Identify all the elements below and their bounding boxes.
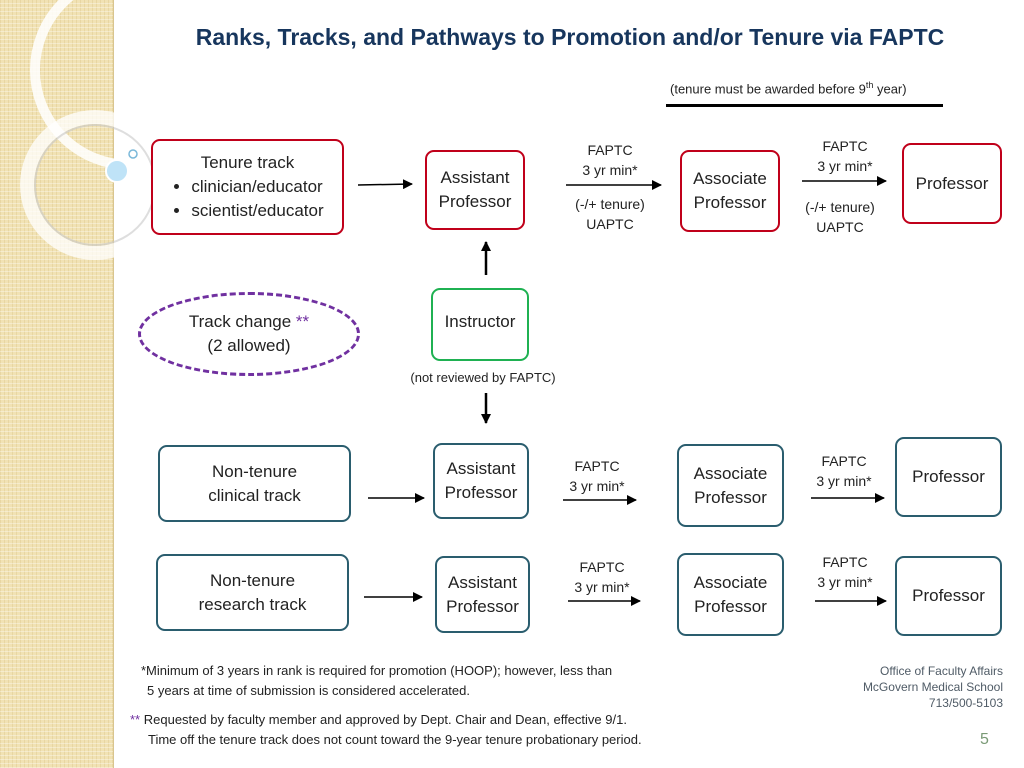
rank-line: Professor	[912, 586, 985, 605]
tenure-window-bar	[666, 104, 943, 107]
tenure-track-item: clinician/educator	[191, 175, 323, 199]
clinical-step1-label: FAPTC 3 yr min*	[547, 456, 647, 496]
tenure-option-label: (-/+ tenure)	[805, 199, 875, 215]
clinical-professor-box: Professor	[895, 437, 1002, 517]
office-contact: Office of Faculty Affairs McGovern Medic…	[820, 663, 1003, 711]
instructor-note: (not reviewed by FAPTC)	[410, 370, 556, 385]
track-change-allowed: (2 allowed)	[207, 336, 291, 355]
faptc-label: FAPTC	[822, 554, 868, 570]
footnote-line: Time off the tenure track does not count…	[148, 732, 642, 747]
clinical-associate-professor-box: Associate Professor	[677, 444, 784, 527]
footnote-line: 5 years at time of submission is conside…	[147, 683, 470, 698]
research-professor-box: Professor	[895, 556, 1002, 636]
clinical-assistant-professor-box: Assistant Professor	[433, 443, 529, 519]
rank-line: Associate	[693, 169, 767, 188]
faptc-label: FAPTC	[587, 142, 633, 158]
rank-line: Professor	[438, 192, 512, 211]
office-phone: 713/500-5103	[928, 696, 1003, 710]
footnote-minimum-years: *Minimum of 3 years in rank is required …	[141, 661, 761, 701]
min-years-label: 3 yr min*	[816, 473, 872, 489]
arrow-tenure-to-assistant	[357, 179, 413, 190]
rank-line: Professor	[446, 596, 519, 616]
rank-line: Professor	[694, 487, 767, 507]
track-heading-line: clinical track	[208, 485, 301, 505]
faptc-label: FAPTC	[574, 458, 620, 474]
tenure-note-suffix: year)	[873, 81, 907, 97]
rank-line: Associate	[693, 572, 768, 592]
research-associate-professor-box: Associate Professor	[677, 553, 784, 636]
footnote-line: ** Requested by faculty member and appro…	[130, 710, 770, 730]
research-assistant-professor-box: Assistant Professor	[435, 556, 530, 633]
page-number: 5	[980, 731, 989, 748]
tenure-track-heading: Tenure track	[200, 153, 295, 172]
faptc-label: FAPTC	[821, 453, 867, 469]
rank-line: Professor	[915, 173, 989, 193]
uaptc-label: UAPTC	[586, 216, 634, 232]
instructor-box: Instructor	[431, 288, 529, 361]
rank-line: Professor	[693, 193, 767, 212]
faptc-label: FAPTC	[579, 559, 625, 575]
tenure-step2-sublabel: (-/+ tenure) UAPTC	[790, 197, 890, 237]
track-change-line1: Track change **	[189, 310, 309, 334]
tenure-professor-box: Professor	[902, 143, 1002, 224]
clinical-track-box: Non-tenure clinical track	[158, 445, 351, 522]
track-change-stars: **	[295, 312, 310, 331]
tenure-track-box: Tenure track clinician/educator scientis…	[151, 139, 344, 235]
rank-line: Assistant	[446, 459, 516, 478]
tenure-step2-label: FAPTC 3 yr min*	[795, 136, 895, 176]
min-years-label: 3 yr min*	[582, 162, 638, 178]
tenure-assistant-professor-box: Assistant Professor	[425, 150, 525, 230]
footnote-track-change: ** Requested by faculty member and appro…	[130, 710, 770, 750]
rank-line: Assistant	[440, 168, 510, 187]
min-years-label: 3 yr min*	[817, 158, 873, 174]
tenure-note-prefix: (tenure must be awarded before 9	[670, 81, 866, 97]
page-title: Ranks, Tracks, and Pathways to Promotion…	[195, 24, 945, 50]
track-heading-line: Non-tenure	[209, 570, 296, 590]
uaptc-label: UAPTC	[816, 219, 864, 235]
tenure-associate-professor-box: Associate Professor	[680, 150, 780, 232]
tenure-option-label: (-/+ tenure)	[575, 196, 645, 212]
faptc-label: FAPTC	[822, 138, 868, 154]
instructor-label: Instructor	[444, 312, 516, 331]
footnote-stars: **	[130, 712, 141, 727]
research-step2-label: FAPTC 3 yr min*	[795, 552, 895, 592]
tenure-note-sup: th	[865, 80, 874, 90]
tenure-step1-label: FAPTC 3 yr min*	[560, 140, 660, 180]
rank-line: Assistant	[448, 572, 517, 592]
clinical-step2-label: FAPTC 3 yr min*	[794, 451, 894, 491]
tenure-deadline-note: (tenure must be awarded before 9th year)	[670, 80, 907, 96]
tenure-step1-sublabel: (-/+ tenure) UAPTC	[560, 194, 660, 234]
track-heading-line: Non-tenure	[211, 461, 298, 481]
rank-line: Professor	[912, 467, 985, 486]
min-years-label: 3 yr min*	[574, 579, 630, 595]
track-heading-line: research track	[198, 594, 307, 614]
footnote-text: Requested by faculty member and approved…	[140, 712, 627, 727]
research-step1-label: FAPTC 3 yr min*	[552, 557, 652, 597]
min-years-label: 3 yr min*	[569, 478, 625, 494]
min-years-label: 3 yr min*	[817, 574, 873, 590]
office-name: Office of Faculty Affairs	[880, 664, 1003, 678]
school-name: McGovern Medical School	[862, 680, 1003, 694]
track-change-text: Track change	[188, 312, 296, 331]
rank-line: Professor	[444, 483, 518, 502]
tenure-track-list: clinician/educator scientist/educator	[171, 175, 323, 223]
tenure-track-item: scientist/educator	[191, 199, 323, 223]
rank-line: Professor	[694, 596, 767, 616]
research-track-box: Non-tenure research track	[156, 554, 349, 631]
track-change-oval: Track change ** (2 allowed)	[138, 292, 360, 376]
footnote-line: *Minimum of 3 years in rank is required …	[141, 663, 613, 678]
rank-line: Associate	[693, 463, 768, 483]
